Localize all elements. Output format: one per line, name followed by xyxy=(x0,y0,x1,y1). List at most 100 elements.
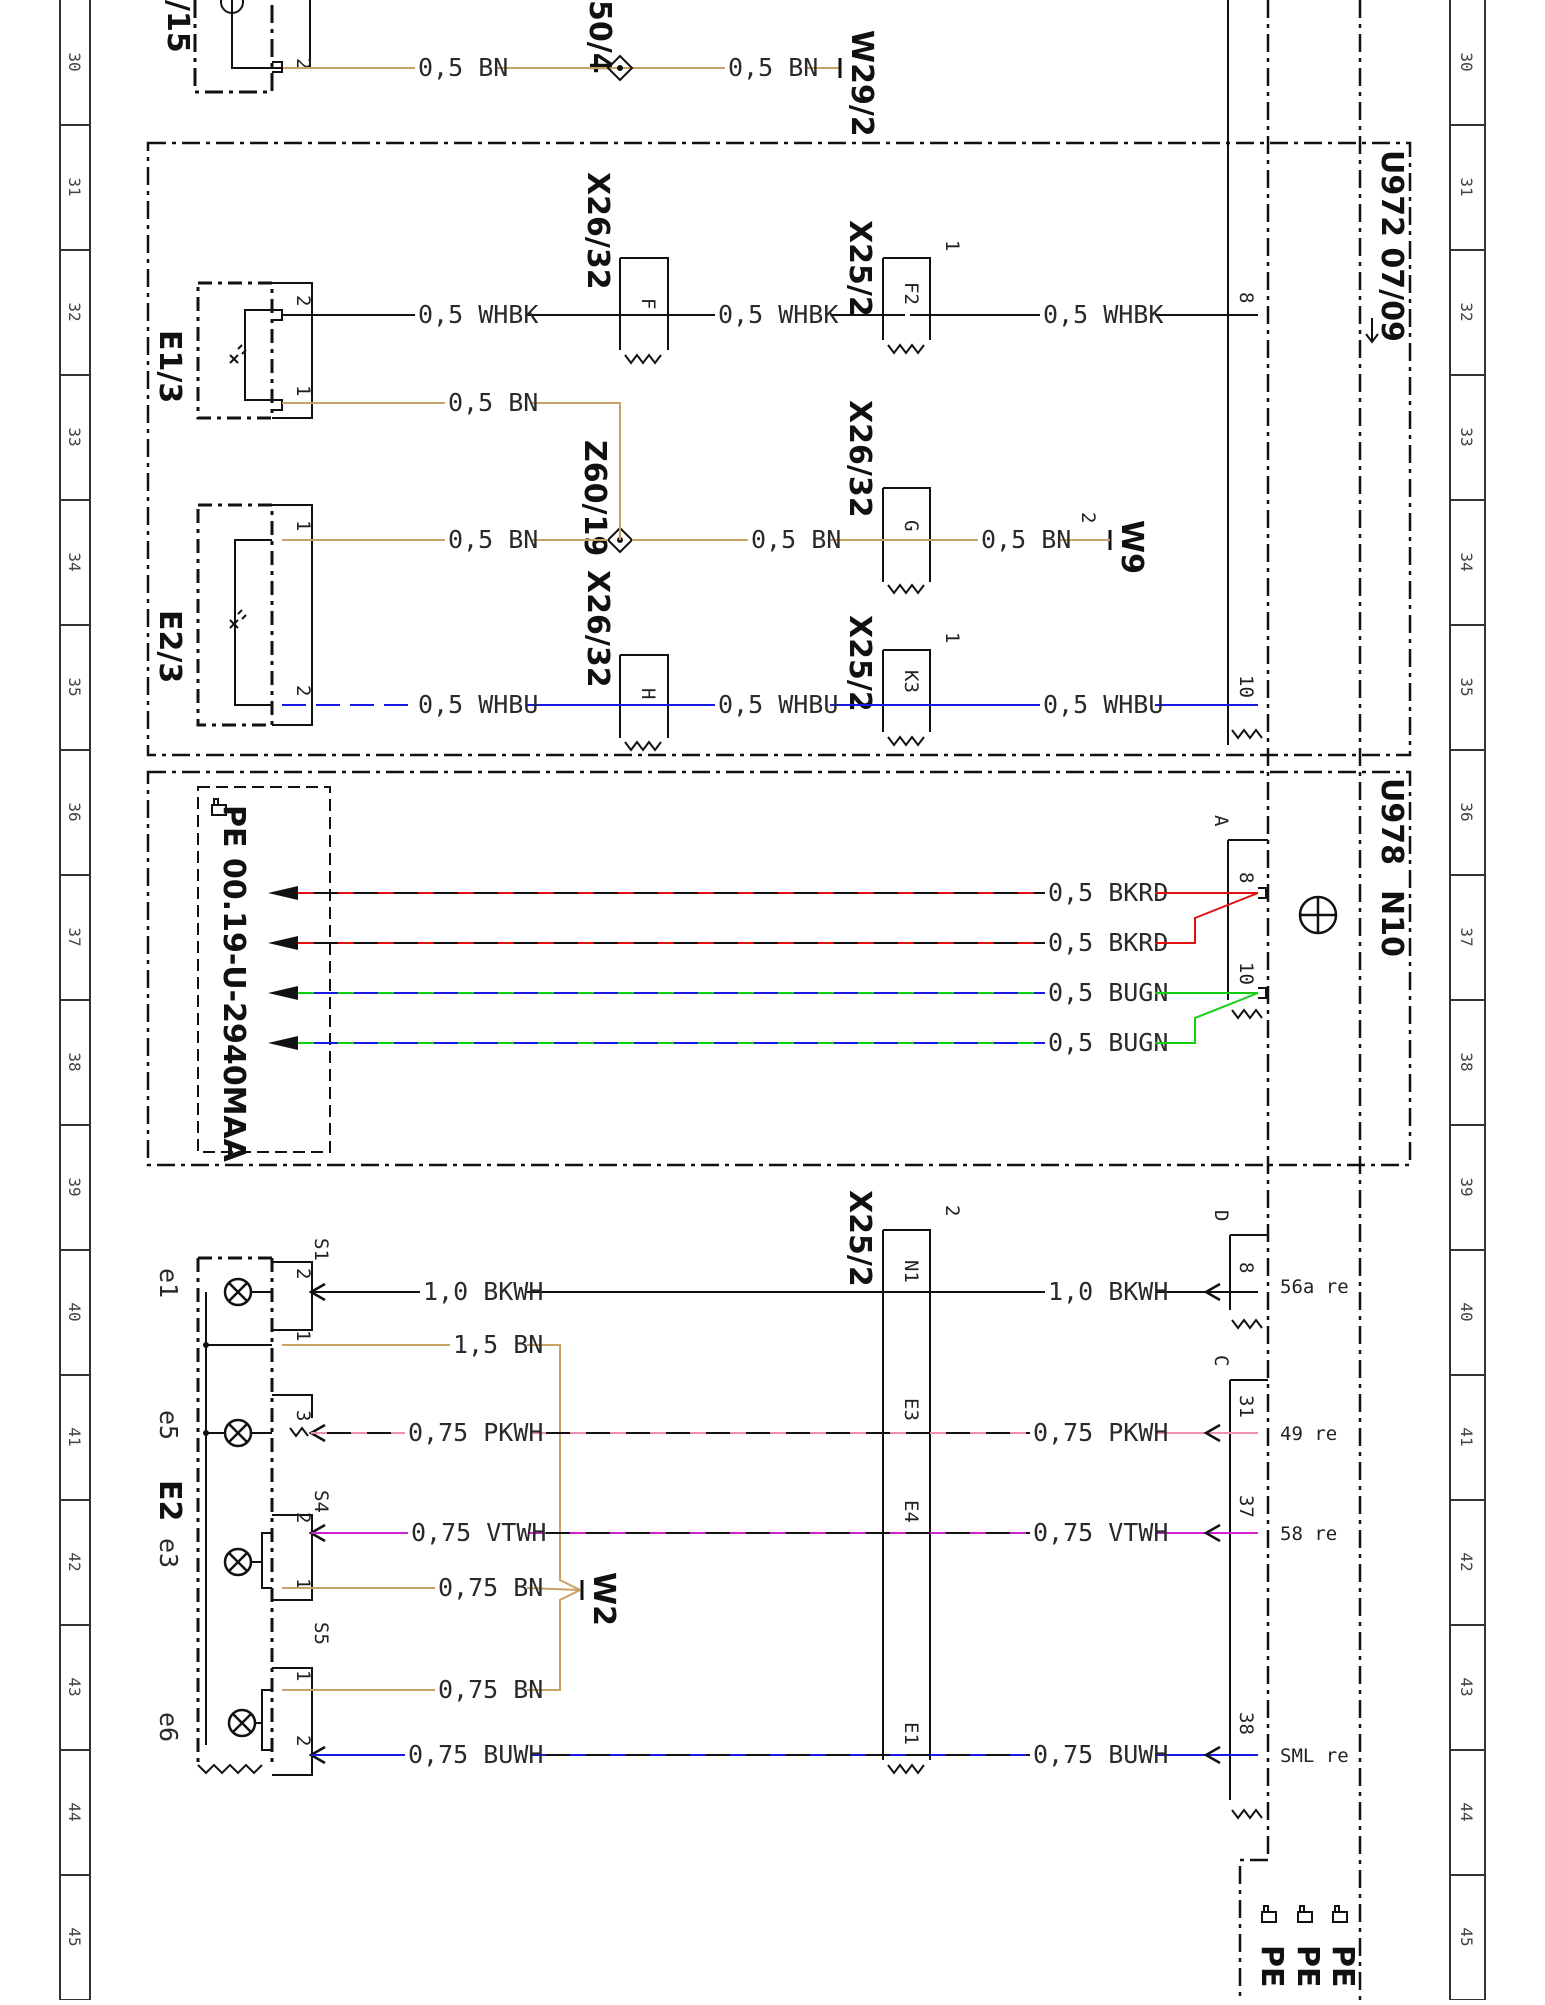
ruler-label: 38 xyxy=(1457,1052,1476,1071)
pin-label: 37 xyxy=(1235,1495,1257,1518)
ruler-label: 44 xyxy=(1457,1802,1476,1821)
ruler-label: 36 xyxy=(1457,802,1476,821)
connector-a-label: A xyxy=(1210,815,1232,827)
block-frame-u978 xyxy=(146,770,1412,1167)
component-e2-panel: E2 S1 S4 S5 e1 e5 e3 e6 2 1 3 2 1 xyxy=(152,1238,332,1776)
connector-d-label: D xyxy=(1210,1210,1232,1221)
ruler-label: 39 xyxy=(1457,1177,1476,1196)
hand-pointer-icon xyxy=(211,798,227,816)
wire-label: 0,5 BKRD xyxy=(1048,878,1168,907)
ruler-label: 35 xyxy=(65,677,84,696)
terminal-label: 56a re xyxy=(1280,1276,1349,1298)
top-partial-section: 2 /15 50/4 0,5 BN 0,5 BN W29/2 xyxy=(160,0,879,137)
ruler-label: 33 xyxy=(1457,427,1476,446)
wire-label: 0,75 BN xyxy=(438,1573,543,1602)
ruler-label: 31 xyxy=(1457,177,1476,196)
ruler-label: 32 xyxy=(1457,302,1476,321)
ruler-label: 34 xyxy=(1457,552,1476,571)
connector-x25-2-label: X25/2 xyxy=(842,220,877,317)
ruler-label: 42 xyxy=(1457,1552,1476,1571)
terminal-label: 58 re xyxy=(1280,1523,1337,1545)
lamp-icon xyxy=(223,1277,253,1307)
wire-label: 1,0 BKWH xyxy=(423,1277,543,1306)
connector-side-label: 1 xyxy=(941,240,963,251)
connector-side-label: 2 xyxy=(941,1205,963,1216)
hand-pointer-icon xyxy=(1297,1905,1313,1923)
wire-label: 0,5 BN xyxy=(751,525,841,554)
lamp-icon xyxy=(227,1708,257,1738)
component-label-e2: E2 xyxy=(152,1480,187,1521)
pe-reference-label: PE xyxy=(1290,1945,1325,1987)
pin-label: 1 xyxy=(292,385,314,396)
switch-label-s4: S4 xyxy=(310,1490,332,1513)
pin-label: 8 xyxy=(1235,872,1257,883)
pin-label: N1 xyxy=(900,1260,922,1283)
connector-x26-32-label: X26/32 xyxy=(842,400,877,518)
wire-label: 0,5 WHBK xyxy=(718,300,838,329)
switch-label-s5: S5 xyxy=(310,1622,332,1645)
led-icon xyxy=(229,344,247,364)
ruler-label: 45 xyxy=(65,1927,84,1946)
ruler-label: 30 xyxy=(1457,52,1476,71)
wire-label: 0,75 VTWH xyxy=(411,1518,546,1547)
ruler-label: 39 xyxy=(65,1177,84,1196)
wire-label: 0,5 WHBK xyxy=(1043,300,1163,329)
pin-label: E3 xyxy=(900,1398,922,1421)
component-e2-3: E2/3 1 2 xyxy=(152,503,314,727)
control-unit-n10: U972 07/09 U978 N10 A D C xyxy=(1210,0,1409,2000)
ruler-label: 33 xyxy=(65,427,84,446)
wire-label: 0,5 BN xyxy=(981,525,1071,554)
pin-label: K3 xyxy=(900,670,922,693)
ground-label-w9: W9 xyxy=(1114,520,1149,574)
pin-label: F xyxy=(637,298,659,309)
connector-x25-2: X25/2 1 F2 X25/2 1 K3 xyxy=(842,220,963,747)
ruler-label: 43 xyxy=(1457,1677,1476,1696)
ruler-label: 38 xyxy=(65,1052,84,1071)
wire-label: 0,75 PKWH xyxy=(408,1418,543,1447)
pe-reference-label: PE xyxy=(1254,1945,1289,1987)
wire-label: 0,5 BUGN xyxy=(1048,1028,1168,1057)
wire-label: 0,5 BUGN xyxy=(1048,978,1168,1007)
pin-label: 2 xyxy=(292,1268,314,1279)
pin-label: 8 xyxy=(1235,1262,1257,1273)
connector-x26-32-label: X26/32 xyxy=(580,172,615,290)
wire-label: 0,75 BUWH xyxy=(408,1740,543,1769)
pin-label: 1 xyxy=(292,1578,314,1589)
wire-label: 0,5 WHBK xyxy=(418,300,538,329)
ruler-label: 37 xyxy=(65,927,84,946)
wire-label: 0,5 WHBU xyxy=(418,690,538,719)
ruler-label: 36 xyxy=(65,802,84,821)
pin-label: 2 xyxy=(292,685,314,696)
component-label-e1-3: E1/3 xyxy=(152,330,187,403)
wire-label: 0,75 VTWH xyxy=(1033,1518,1168,1547)
ruler-label: 43 xyxy=(65,1677,84,1696)
terminal-label: SML re xyxy=(1280,1745,1349,1767)
pin-label: 31 xyxy=(1235,1395,1257,1418)
splice-label-z60-19: Z60/19 xyxy=(577,440,612,556)
connector-x25-2-label: X25/2 xyxy=(842,615,877,712)
block-frame-u972 xyxy=(146,141,1412,757)
connector-x26-32: X26/32 F X26/32 H X26/32 G xyxy=(580,172,931,752)
ground-label-w29-2: W29/2 xyxy=(844,30,879,137)
pin-label: 2 xyxy=(292,58,314,69)
ruler-label: 44 xyxy=(65,1802,84,1821)
splice-icon xyxy=(606,526,634,554)
switch-label-s1: S1 xyxy=(310,1238,332,1261)
ruler-label: 34 xyxy=(65,552,84,571)
pin-label: 1 xyxy=(292,1330,314,1341)
pin-label: 38 xyxy=(1235,1712,1257,1735)
wire-label: 0,75 BN xyxy=(438,1675,543,1704)
pin-label: 10 xyxy=(1235,962,1257,985)
wire-label: 0,5 WHBU xyxy=(1043,690,1163,719)
lamp-label-e1: e1 xyxy=(154,1268,183,1298)
splice-icon xyxy=(606,54,634,82)
pin-label: E1 xyxy=(900,1722,922,1745)
wire-label: 0,75 BUWH xyxy=(1033,1740,1168,1769)
ruler-label: 45 xyxy=(1457,1927,1476,1946)
pin-label: G xyxy=(900,520,922,531)
pin-label: E4 xyxy=(900,1500,922,1523)
ruler-label: 41 xyxy=(65,1427,84,1446)
